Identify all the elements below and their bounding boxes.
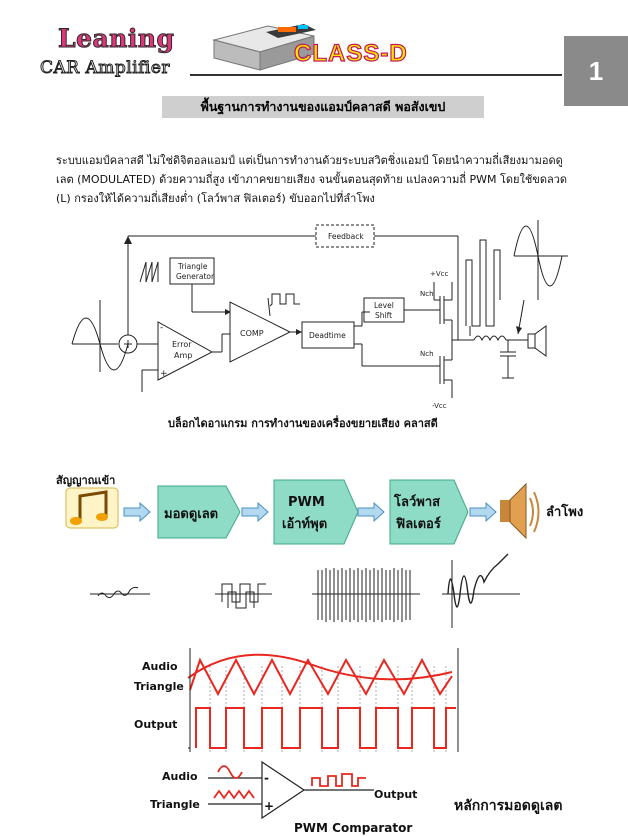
speaker-icon (500, 482, 540, 540)
flow-arrow-2 (241, 501, 269, 523)
triangle-axis-label: Triangle (134, 680, 184, 693)
step-output-label: เอ้าท์พุต (282, 516, 327, 532)
square-wave-sketch (221, 583, 266, 603)
amplifier-product-image (212, 24, 316, 71)
flow-arrow-4 (469, 501, 497, 523)
speaker-label: ลำโพง (546, 503, 583, 520)
step-pwm-label: PWM (288, 495, 325, 510)
block-diagram-caption: บล็อกไดอาแกรม การทำงานของเครื่องขยายเสีย… (168, 417, 438, 430)
error-label: Error (172, 340, 192, 349)
comparator-triangle-wave (213, 789, 255, 800)
comparator-triangle-label: Triangle (150, 798, 200, 811)
vcc-negative-label: -Vcc (432, 402, 447, 410)
logo-car-amplifier: CAR Amplifier (39, 58, 171, 79)
comparator-minus: - (264, 771, 269, 785)
level-label: Level (374, 301, 394, 310)
flow-step-lowpass-filter (389, 479, 469, 545)
error-amp-minus: - (160, 323, 163, 333)
flow-arrow-1 (123, 501, 151, 523)
nch-lower-label: Nch (420, 350, 434, 358)
comparator-triangle (261, 760, 306, 820)
deadtime-label: Deadtime (309, 331, 346, 340)
feedback-label: Feedback (328, 232, 364, 241)
modulation-principle-caption: หลักการมอดดูเลต (454, 798, 562, 814)
comparator-audio-label: Audio (162, 770, 198, 783)
vcc-positive-label: +Vcc (430, 270, 449, 278)
shift-label: Shift (375, 311, 392, 320)
step-modulate-label: มอดดูเลต (164, 507, 218, 522)
audio-wave-sketch (97, 586, 139, 599)
flow-step-modulate (157, 485, 241, 539)
logo-leaning: Leaning (58, 24, 175, 54)
generator-label: Generator (176, 272, 215, 281)
triangle-carrier-wave (189, 657, 453, 697)
comparator-block (229, 301, 292, 363)
audio-axis-label: Audio (142, 660, 178, 673)
inductor (473, 335, 507, 342)
pwm-output-wave (195, 707, 456, 749)
triangle-label: Triangle (177, 262, 208, 271)
step-lowpass-label: โลว์พาส (393, 493, 440, 510)
output-axis-label: Output (134, 718, 177, 731)
header-rule (190, 74, 562, 76)
deadtime-box (301, 321, 355, 349)
audio-signal-wave (187, 653, 453, 681)
brand-class-d: CLASS-D (293, 39, 408, 67)
music-note-icon (65, 487, 119, 529)
step-filter-label: ฟิลเตอร์ (396, 516, 441, 532)
comparator-title: PWM Comparator (294, 821, 412, 835)
pwm-wave-sketch (317, 568, 411, 622)
filtered-wave-sketch (447, 553, 509, 608)
page-number: 1 (564, 36, 628, 106)
amp-label: Amp (174, 351, 192, 360)
error-amp (157, 321, 214, 381)
comparator-plus: + (264, 799, 274, 813)
input-signal-label: สัญญาณเข้า (56, 474, 115, 487)
nch-upper-label: Nch (420, 290, 434, 298)
flow-step-pwm-output (273, 479, 359, 545)
comparator-output-pulses (311, 773, 366, 787)
error-amp-plus: + (160, 369, 168, 379)
comparator-audio-sine (217, 765, 243, 779)
flow-arrow-3 (357, 501, 385, 523)
intro-paragraph: ระบบแอมป์คลาสดี ไม่ใช่ดิจิตอลแอมป์ แต่เป… (56, 154, 568, 205)
comparator-output-label: Output (374, 788, 417, 801)
comp-label: COMP (240, 329, 264, 338)
section-title: พื้นฐานการทำงานของแอมป์คลาสดี พอสังเขป (162, 96, 484, 118)
